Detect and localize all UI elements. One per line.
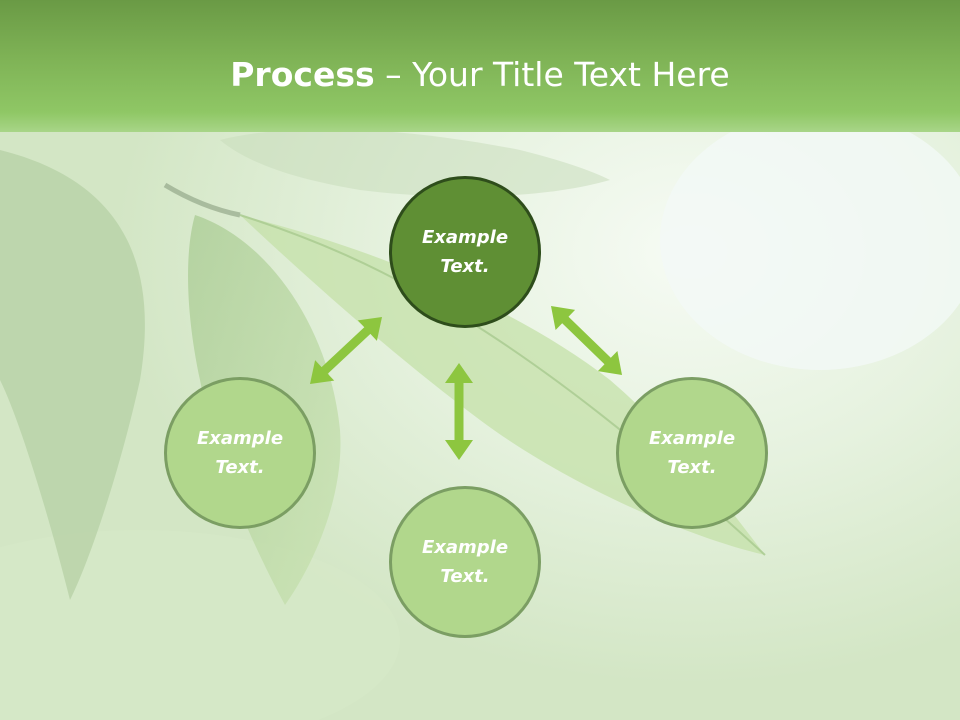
node-bottom[interactable]: Example Text. bbox=[389, 486, 541, 638]
title-rest: – Your Title Text Here bbox=[374, 55, 730, 94]
node-top-label: Example Text. bbox=[421, 227, 509, 277]
arrow-shape bbox=[310, 317, 382, 384]
header-band bbox=[0, 0, 960, 132]
arrow-shape bbox=[445, 363, 473, 460]
slide-title: Process – Your Title Text Here bbox=[0, 52, 960, 98]
arrow-vertical-center bbox=[445, 363, 473, 460]
arrow-top-right bbox=[551, 306, 622, 375]
node-bottom-label: Example Text. bbox=[421, 537, 509, 587]
arrow-left-top bbox=[310, 317, 382, 384]
node-top[interactable]: Example Text. bbox=[389, 176, 541, 328]
arrow-shape bbox=[551, 306, 622, 375]
title-bold: Process bbox=[230, 55, 375, 94]
node-left-label: Example Text. bbox=[196, 428, 284, 478]
node-right-label: Example Text. bbox=[648, 428, 736, 478]
node-right[interactable]: Example Text. bbox=[616, 377, 768, 529]
node-left[interactable]: Example Text. bbox=[164, 377, 316, 529]
